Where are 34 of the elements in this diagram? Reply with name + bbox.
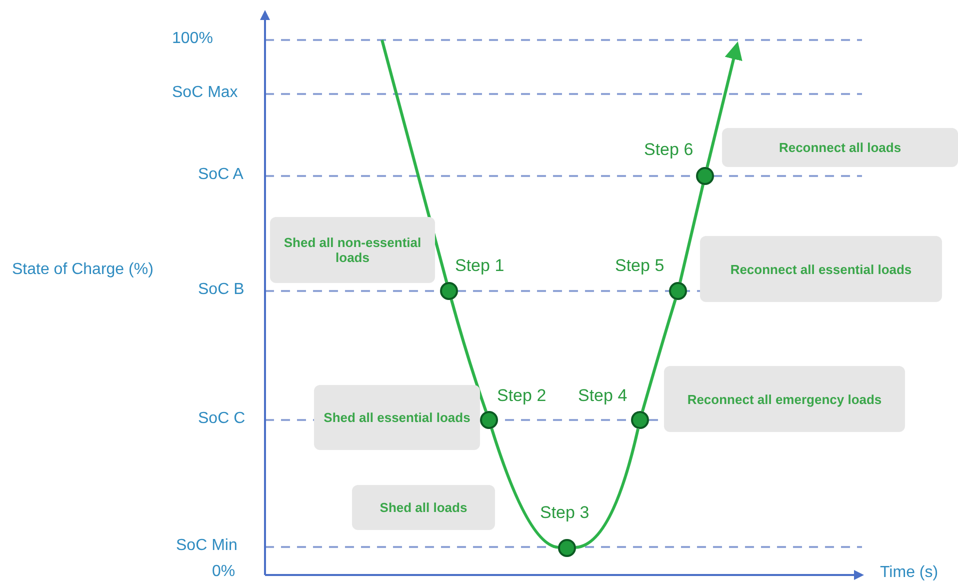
action-box: Shed all essential loads (314, 385, 480, 450)
step-label: Step 4 (578, 386, 628, 406)
axis-tick-label: SoC C (198, 410, 246, 428)
axis-tick-label: SoC Max (172, 84, 238, 102)
step-label: Step 5 (615, 256, 664, 276)
curve-segment (450, 299, 488, 412)
step-marker (480, 411, 498, 429)
step-marker (669, 282, 687, 300)
curve-segment (490, 428, 558, 549)
curve-segment (576, 428, 640, 549)
step-marker (440, 282, 458, 300)
step-label: Step 2 (497, 386, 546, 406)
step-marker (558, 539, 576, 557)
curve-segment (641, 299, 677, 412)
action-box: Reconnect all emergency loads (664, 366, 905, 432)
step-marker (696, 167, 714, 185)
axis-tick-label: 0% (212, 563, 236, 581)
action-box: Shed all loads (352, 485, 495, 530)
axis-tick-label: SoC A (198, 166, 244, 184)
axis-tick-label: SoC Min (176, 537, 238, 555)
curve-segment (706, 42, 742, 168)
action-box: Reconnect all loads (722, 128, 958, 167)
action-box: Shed all non-essential loads (270, 217, 435, 283)
step-label: Step 6 (644, 140, 694, 160)
axis-tick-label: 100% (172, 30, 213, 48)
curve-segment (678, 184, 704, 283)
step-marker (631, 411, 649, 429)
action-box: Reconnect all essential loads (700, 236, 942, 302)
curve-segment (380, 40, 448, 283)
axis-title: State of Charge (%) (12, 261, 154, 279)
axis-title: Time (s) (880, 564, 938, 582)
step-label: Step 1 (455, 256, 504, 276)
step-label: Step 3 (540, 503, 590, 523)
axis-tick-label: SoC B (198, 281, 244, 299)
